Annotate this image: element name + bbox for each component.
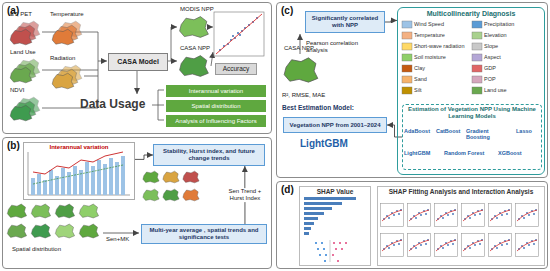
label: Land Use [10,49,36,56]
panel: (a)CASA ModelAccuracyInterannual variati… [2,2,272,134]
chart-box: Interannual variation [23,142,135,200]
label: LightGBM [300,138,348,150]
label: GDP [484,65,496,71]
label: Best Estimation Model: [282,104,354,111]
label: Radiation [50,55,75,62]
node-text: Significantly correlated with NPP [309,15,381,29]
label: Wind Speed [414,21,444,27]
label: Sen+MK [106,236,129,243]
process-box: Stability, Hurst index, and future chang… [153,144,265,166]
label: Temperature [414,32,445,38]
label: POP [484,76,496,82]
label: NDVI [10,87,24,94]
label: Short-wave radiation [414,43,464,49]
label: Gradient Boosting [466,128,506,141]
node-text: Estimation of Vegetation NPP Using Machi… [403,105,541,121]
sen-mk-arrow [103,233,139,234]
shap-dependence-plots [381,204,539,257]
connector [385,20,397,22]
process-box: Multi-year average , spatial trends and … [141,224,267,244]
process-box: Significantly correlated with NPP [305,11,385,33]
label: Spatial distribution [12,246,61,253]
label: R², RMSE, MAE [282,92,325,99]
node-text: Multicollinearity Diagnosis [398,8,544,18]
node-text: Multi-year average , spatial trends and … [145,227,263,241]
label: Elevation [484,32,507,38]
label: Pearson correlation analysis [306,40,364,54]
label: Silt [414,87,422,93]
label: CASA NPP [180,45,210,52]
label: Sand [414,76,427,82]
panel: (d) SHAP Value SHAP Fitting Analysis and I… [276,181,548,269]
model-box: CASA Model [108,53,168,71]
connector [387,125,402,137]
node-text: Interannual variation [189,88,243,95]
node-text: Analysis of Influencing Factors [175,118,256,125]
scatter-plot [214,12,264,56]
label: AdaBoost [404,128,430,134]
shap-beeswarm [315,240,347,262]
node-text: (d) [281,184,294,196]
label: Clay [414,65,425,71]
label: Aspect [484,54,501,60]
label: Soil moisture [414,54,446,60]
label: Random Forest [444,150,484,156]
label: Precipitation [484,21,514,27]
label: CatBoost [436,128,460,134]
label: Data Usage [80,98,145,112]
usage-box: Analysis of Influencing Factors [166,115,266,127]
label: ET, PET [10,11,32,18]
node-text: SHAP Fitting Analysis and Interaction An… [378,187,544,195]
result-box: Vegetation NPP from 2001–2024 [283,117,387,133]
label: MODIS NPP [180,6,214,13]
node-text: (b) [7,140,20,152]
accuracy-box: Accuracy [215,63,257,75]
label: LightGBM [404,150,430,156]
usage-box: Spatial distribution [166,100,266,112]
time-series-chart [28,152,130,195]
edge-label: Sen Trend + Hurst Index [220,188,270,202]
node-text: SHAP Value [300,187,370,195]
node-text: (c) [281,5,293,17]
connector [135,155,153,159]
label: Temperature [50,11,84,18]
label: XGBoost [498,150,522,156]
chart-box: SHAP Fitting Analysis and Interaction An… [377,186,545,266]
node-text: Spatial distribution [191,103,240,110]
variable-icons [402,21,482,94]
node-text: Stability, Hurst index, and future chang… [157,148,261,162]
label: Lasso [516,128,532,134]
label: Slope [484,43,498,49]
shap-bars [304,197,356,235]
label: Land use [484,87,507,93]
node-text: Vegetation NPP from 2001–2024 [290,122,381,129]
chart-box: SHAP Value [299,186,371,266]
node-text: Interannual variation [24,143,134,151]
node-text: CASA Model [117,58,159,66]
node-text: Accuracy [223,65,250,72]
usage-box: Interannual variation [166,85,266,97]
